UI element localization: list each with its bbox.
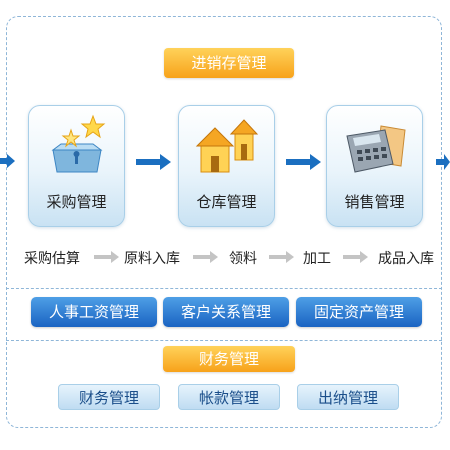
module-purchasing[interactable]: 采购管理 (28, 105, 125, 227)
step-arrow-icon (269, 251, 294, 263)
module-label: 采购管理 (46, 193, 107, 211)
module-label: 销售管理 (344, 193, 405, 211)
flow-arrow-icon (136, 154, 171, 170)
process-step: 领料 (229, 251, 257, 267)
process-step: 原料入库 (124, 251, 180, 267)
step-arrow-icon (343, 251, 368, 263)
crm-button[interactable]: 客户关系管理 (163, 297, 289, 327)
hr-payroll-button[interactable]: 人事工资管理 (31, 297, 157, 327)
houses-icon (195, 119, 259, 173)
section-divider (6, 288, 442, 289)
process-step: 加工 (303, 251, 331, 267)
cashier-button[interactable]: 出纳管理 (297, 384, 399, 410)
calculator-icon (346, 125, 406, 173)
flow-arrow-icon (286, 154, 321, 170)
step-arrow-icon (193, 251, 218, 263)
flow-arrow-icon (436, 154, 450, 170)
incoming-arrow-icon (0, 154, 15, 168)
process-step: 成品入库 (378, 251, 434, 267)
diagram-frame (6, 16, 442, 428)
accounts-button[interactable]: 帐款管理 (178, 384, 280, 410)
module-warehouse[interactable]: 仓库管理 (178, 105, 275, 227)
module-sales[interactable]: 销售管理 (326, 105, 423, 227)
process-step: 采购估算 (24, 251, 80, 267)
module-label: 仓库管理 (196, 193, 257, 211)
finance-management-button[interactable]: 财务管理 (58, 384, 160, 410)
finance-title: 财务管理 (163, 346, 295, 372)
section-divider (6, 340, 442, 341)
box-star-icon (51, 114, 106, 173)
step-arrow-icon (94, 251, 119, 263)
fixed-assets-button[interactable]: 固定资产管理 (296, 297, 422, 327)
main-title: 进销存管理 (164, 48, 294, 78)
